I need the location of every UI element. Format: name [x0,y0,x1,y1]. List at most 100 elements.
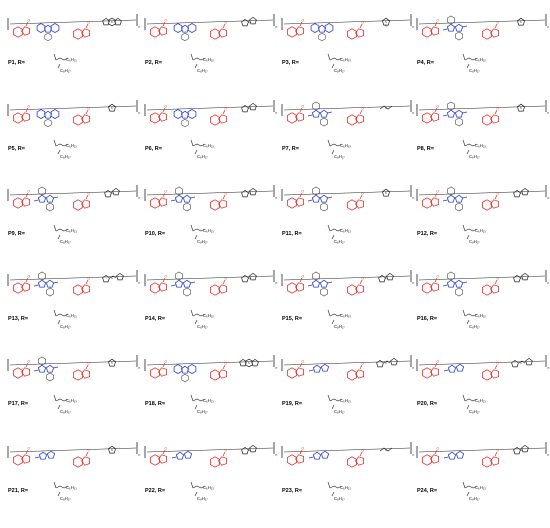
carbonyl-bond [222,23,226,29]
oxygen-atom: O [497,449,500,453]
repeat-subscript: n [548,25,550,29]
side-chain-bond [190,394,194,402]
oxygen-atom: O [302,447,305,451]
side-chain-bond [331,234,335,240]
carbonyl-bond [494,109,498,115]
side-chain-hexyl: C₆H₁₃ [203,398,214,403]
benzene-ring [150,282,160,294]
side-chain-bond [464,485,478,489]
side-chain-octyl: C₈H₁₇ [197,154,208,159]
benzene-ring [347,369,357,381]
benzene-ring [422,197,432,209]
isoindigo-acceptor-unit: O [482,21,500,40]
lactam-ring [218,114,227,124]
oxygen-atom: O [88,21,91,25]
donor-ring [43,24,53,33]
benzene-ring [73,28,83,40]
side-chain-octyl: C₈H₁₇ [60,239,71,244]
donor-ring [175,451,185,460]
lactam-ring [21,282,31,292]
isoindigo-acceptor-unit: O [347,277,365,296]
carbonyl-bond [85,109,89,115]
side-chain-bond [462,394,466,402]
carbonyl-bond [359,279,363,285]
donor-ring [36,23,46,33]
carbonyl-bond [25,21,29,27]
polymer-label: P19, R= [282,401,303,407]
side-chain-bond [466,319,470,325]
backbone-bond [146,19,274,25]
carbonyl-bond [359,23,363,29]
benzene-ring [13,367,23,379]
donor-ring [446,109,456,118]
isoindigo-acceptor-unit: O [422,360,440,379]
backbone-bond [283,105,411,111]
isoindigo-acceptor-unit: O [210,192,228,211]
side-chain-bond [57,149,61,155]
sulfur-atom: S [520,20,522,24]
sulfur-atom: S [248,20,250,24]
oxygen-atom: O [88,107,91,111]
backbone-bond [9,190,137,196]
benzene-ring [13,112,23,124]
polymer-label: P14, R= [145,316,166,322]
isoindigo-acceptor-unit: O [150,447,168,466]
donor-ring [37,279,47,288]
vinylthiophene-spacer-unit: S [511,357,533,368]
thiophene-ring [376,359,384,368]
oxygen-atom: O [497,21,500,25]
sulfur-atom: S [248,276,250,280]
backbone-bond [146,190,274,196]
oxygen-atom: O [437,105,440,109]
vinyl-bond [190,196,196,199]
vinyl-bond [53,366,59,369]
benzene-ring [287,26,297,38]
vinylthiophene-spacer-unit: S [102,272,124,283]
donor-ring [38,451,48,460]
carbonyl-bond [162,449,166,455]
donor-ring [311,194,321,203]
vinyl-bond [307,284,313,287]
isoindigo-acceptor-unit: O [287,447,305,466]
alkoxy-ring [38,356,46,366]
side-chain-bond [53,139,57,147]
side-chain-bond [55,228,69,232]
carbonyl-bond [162,107,166,113]
donor-ring [174,279,184,288]
repeat-subscript: n [548,196,550,200]
side-chain-bond [331,63,335,69]
benzene-ring [73,199,83,211]
alkoxy-ring [175,186,183,196]
oxygen-atom: O [362,277,365,281]
side-chain-bond [192,57,206,61]
side-chain-bond [466,63,470,69]
lactam-ring [355,28,364,38]
sulfonyl-ring [44,32,52,42]
donor-ring [182,279,192,288]
side-chain-bond [53,53,57,61]
donor-ring [46,450,56,459]
benzene-ring [287,282,297,294]
thiophene-ring [516,103,526,112]
oxygen-atom: O [437,275,440,279]
lactam-ring [81,114,90,124]
lactam-ring [81,369,90,379]
bithiophene-spacer-unit: S [104,187,120,198]
donor-ring [173,109,183,119]
oxygen-atom: O [88,362,91,366]
sulfur-atom: S [385,448,387,452]
lactam-ring [218,284,227,294]
carbonyl-bond [494,194,498,200]
vinyl-bond [327,281,333,284]
isoindigo-acceptor-unit: O [422,275,440,294]
side-chain-hexyl: C₆H₁₃ [66,398,77,403]
repeat-subscript: n [548,453,550,457]
oxygen-atom: O [28,275,31,279]
isoindigo-acceptor-unit: O [13,275,31,294]
donor-ring [319,279,329,288]
polymer-label: P8, R= [417,146,434,152]
